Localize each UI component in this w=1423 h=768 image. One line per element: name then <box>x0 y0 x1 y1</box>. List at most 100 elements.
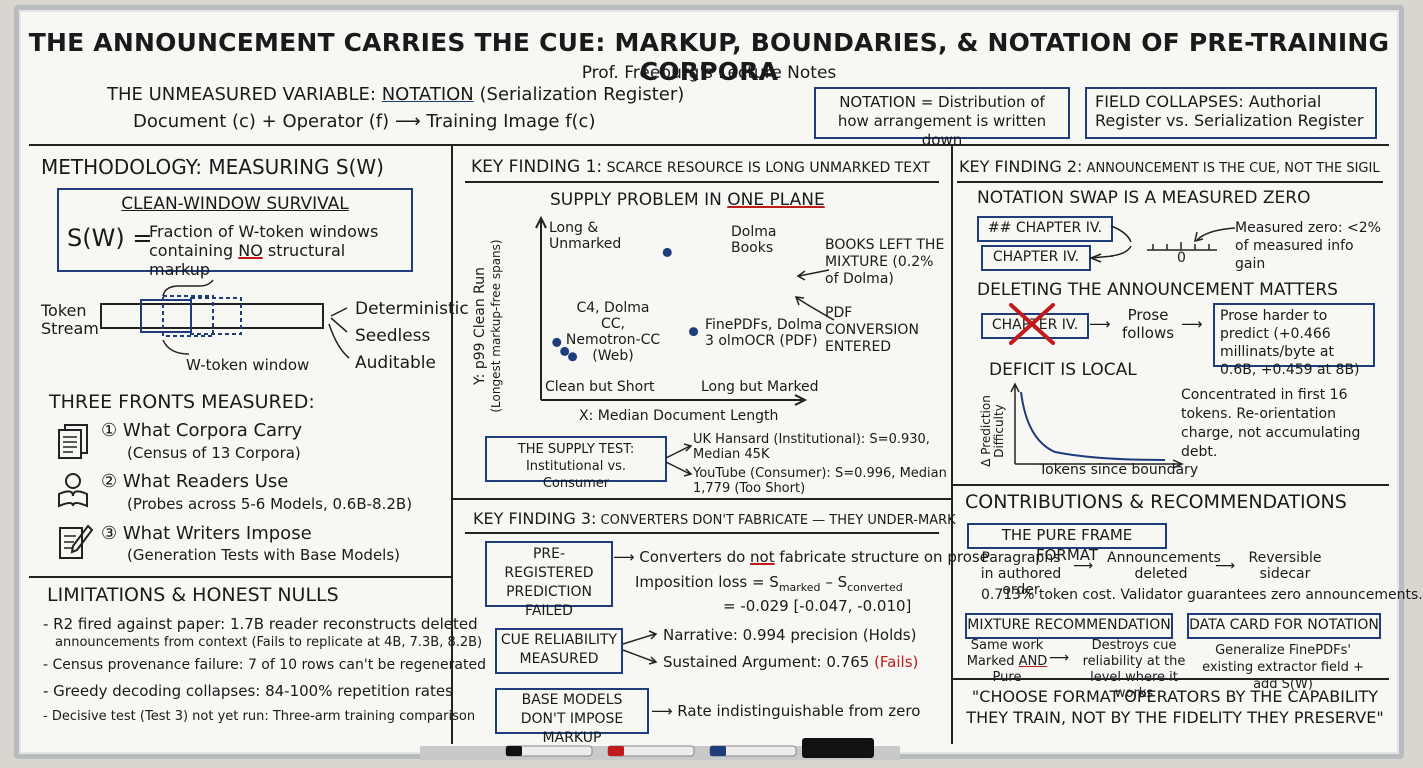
supply-test-arrows <box>665 443 693 477</box>
s-def-post: structural markup <box>149 241 346 279</box>
contributions-divider <box>951 484 1389 486</box>
prop-auditable: Auditable <box>355 353 436 373</box>
data-card-note: Generalize FinePDFs' existing extractor … <box>1202 643 1364 692</box>
pure-frame-text: THE PURE FRAME FORMAT <box>1001 526 1133 564</box>
dolma-books-label: Dolma Books <box>731 224 777 256</box>
base-models-box: BASE MODELS DON'T IMPOSE MARKUP <box>495 688 649 746</box>
measured-zero-note: Measured zero: <2% of measured info gain <box>1235 220 1381 272</box>
plot-title-pre: SUPPLY PROBLEM IN <box>550 190 728 210</box>
data-card-box: DATA CARD FOR NOTATION <box>1187 613 1381 639</box>
finding3-divider <box>451 498 951 500</box>
prereg-text: PRE-REGISTERED PREDICTION FAILED <box>504 546 594 619</box>
destroys-cue-text: Destroys cue reliability at the level wh… <box>1082 638 1186 701</box>
web-corpora-label: C4, Dolma CC, Nemotron-CC (Web) <box>565 300 661 364</box>
finding3-heading-underline <box>465 532 939 534</box>
s-def-pre: containing <box>149 241 239 260</box>
prose-harder-text: Prose harder to predict (+0.466 millinat… <box>1220 308 1360 378</box>
pure-frame-step2: Announcements deleted <box>1107 550 1221 582</box>
red-marker[interactable] <box>608 746 624 756</box>
pure-frame-arrow1: ⟶ <box>1073 558 1094 574</box>
notation-box-text: NOTATION = Distribution of how arrangeme… <box>837 93 1047 149</box>
markers <box>505 738 874 758</box>
header-divider <box>29 144 1389 146</box>
limitations-divider <box>29 576 451 578</box>
black-marker[interactable] <box>506 746 522 756</box>
plot-title: SUPPLY PROBLEM IN ONE PLANE <box>550 190 825 210</box>
imposition-label: Imposition loss = S <box>635 573 779 591</box>
finding1-heading-underline <box>465 181 939 183</box>
y-axis-label: Y: p99 Clean Run (Longest markup-free sp… <box>468 222 503 418</box>
supply-test-box: THE SUPPLY TEST: Institutional vs. Consu… <box>485 436 667 491</box>
converters-line: ⟶ Converters do not fabricate structure … <box>613 548 989 566</box>
supply-scatter-plot <box>535 215 835 406</box>
s-formula-label: S(W) = <box>67 224 153 252</box>
scatter-point <box>552 337 562 347</box>
cue-arrows <box>622 630 658 665</box>
x-axis-label: X: Median Document Length <box>579 408 779 424</box>
mixture-text: MIXTURE RECOMMENDATION <box>967 617 1171 633</box>
imposition-sub-marked: marked <box>778 581 821 594</box>
chip-plain-text: CHAPTER IV. <box>992 249 1080 265</box>
finding2-heading: KEY FINDING 2: ANNOUNCEMENT IS THE CUE, … <box>959 157 1380 176</box>
clean-window-box: CLEAN-WINDOW SURVIVAL S(W) = Fraction of… <box>57 188 413 279</box>
s-definition-line1: Fraction of W-token windows <box>149 222 379 241</box>
finding2-heading-rest: ANNOUNCEMENT IS THE CUE, NOT THE SIGIL <box>1082 161 1380 176</box>
reader-icon <box>58 473 88 508</box>
formula: Document (c) + Operator (f) ⟶ Training I… <box>133 111 596 132</box>
imposition-value: = -0.029 [-0.047, -0.010] <box>723 597 912 615</box>
pure-frame-cost: 0.713% token cost. Validator guarantees … <box>981 587 1423 603</box>
quote-divider <box>951 678 1389 680</box>
scatter-point <box>560 346 570 356</box>
eraser[interactable] <box>802 738 874 758</box>
deficit-title: DEFICIT IS LOCAL <box>989 360 1137 380</box>
limitations-list: - R2 fired against paper: 1.7B reader re… <box>43 614 486 730</box>
field-collapses-text: FIELD COLLAPSES: Authorial Register vs. … <box>1095 92 1364 130</box>
deficit-x-axis-label: Tokens since boundary <box>1039 462 1199 478</box>
same-work-label: Same work Marked AND Pure <box>965 638 1049 686</box>
cue-reliability-text: CUE RELIABILITY MEASURED <box>500 632 618 667</box>
converters-pre: Converters do <box>639 548 751 566</box>
pure-frame-box: THE PURE FRAME FORMAT <box>967 523 1167 564</box>
blue-marker[interactable] <box>710 746 726 756</box>
chip-plain-chapter: CHAPTER IV. <box>981 245 1091 271</box>
youtube-result: YouTube (Consumer): S=0.996, Median 1,77… <box>693 466 947 496</box>
limitation-item: - Census provenance failure: 7 of 10 row… <box>43 657 486 673</box>
supply-test-text: THE SUPPLY TEST: Institutional vs. Consu… <box>517 442 635 491</box>
zero-tick-label: 0 <box>1177 250 1186 266</box>
plot-title-key: ONE PLANE <box>727 190 825 210</box>
arrow-to-prose: ⟶ <box>1089 315 1111 333</box>
pdf-corpora-label: FinePDFs, Dolma 3 olmOCR (PDF) <box>705 317 823 349</box>
imposition-formula: Imposition loss = Smarked – Sconverted <box>635 573 903 594</box>
limitations-heading: LIMITATIONS & HONEST NULLS <box>47 584 339 606</box>
finding1-heading-rest: SCARCE RESOURCE IS LONG UNMARKED TEXT <box>602 160 930 176</box>
same-work-post: Pure <box>993 670 1022 685</box>
prose-harder-box: Prose harder to predict (+0.466 millinat… <box>1213 303 1375 378</box>
books-left-label: BOOKS LEFT THE MIXTURE (0.2% of Dolma) <box>825 237 945 287</box>
s-def-no: NO <box>238 241 263 260</box>
limitation-item: - Decisive test (Test 3) not yet run: Th… <box>43 709 476 724</box>
y-label-line2: (Longest markup-free spans) <box>489 239 503 413</box>
limitation-item: announcements from context (Fails to rep… <box>55 635 483 650</box>
finding1-heading: KEY FINDING 1: SCARCE RESOURCE IS LONG U… <box>471 157 930 177</box>
base-models-text: BASE MODELS DON'T IMPOSE MARKUP <box>520 692 624 746</box>
pure-frame-arrow2: ⟶ <box>1215 558 1236 574</box>
unmeasured-prefix: THE UNMEASURED VARIABLE: <box>107 84 382 105</box>
data-card-text: DATA CARD FOR NOTATION <box>1189 617 1379 633</box>
cross-out-icon <box>1009 303 1055 345</box>
methodology-heading: METHODOLOGY: MEASURING S(W) <box>41 155 384 179</box>
chip-markdown-chapter: ## CHAPTER IV. <box>977 216 1113 242</box>
mixture-box: MIXTURE RECOMMENDATION <box>965 613 1173 639</box>
deleting-title: DELETING THE ANNOUNCEMENT MATTERS <box>977 280 1338 300</box>
unmeasured-suffix: (Serialization Register) <box>473 84 685 105</box>
imposition-sub-converted: converted <box>847 581 903 594</box>
arrow-to-result: ⟶ <box>1181 315 1203 333</box>
delta-y-axis-label: Δ Prediction Difficulty <box>979 386 1006 470</box>
same-work-pre: Same work Marked <box>966 638 1044 669</box>
unmeasured-key: NOTATION <box>381 84 474 105</box>
mixture-arrow: ⟶ <box>1049 650 1070 666</box>
pdf-entered-label: PDF CONVERSION ENTERED <box>825 305 919 355</box>
scatter-point <box>689 327 699 337</box>
contributions-heading: CONTRIBUTIONS & RECOMMENDATIONS <box>965 491 1347 513</box>
sustained-text: Sustained Argument: 0.765 <box>663 653 875 671</box>
front-3-detail: (Generation Tests with Base Models) <box>127 546 401 564</box>
